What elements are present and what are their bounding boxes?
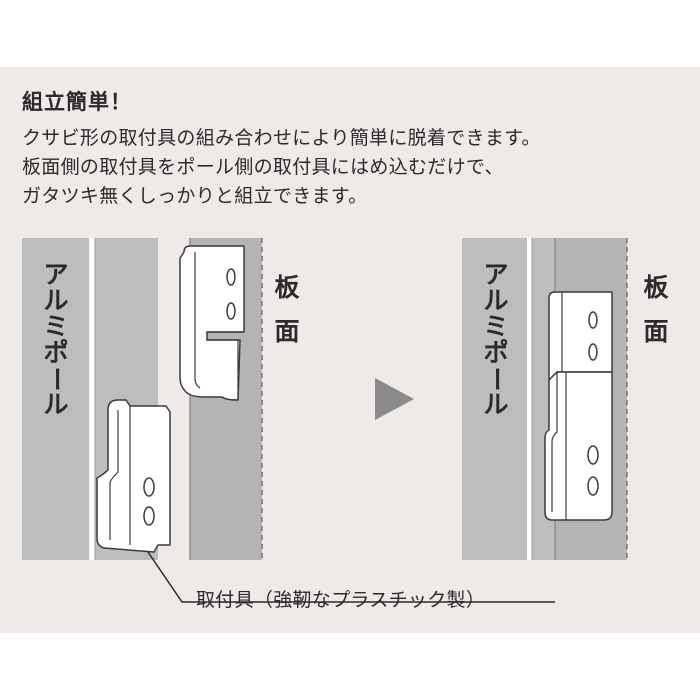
left-board-label: 板 面	[272, 266, 302, 354]
right-aluminum-pole	[462, 238, 555, 560]
description-line: ガタツキ無くしっかりと組立できます。	[22, 185, 368, 207]
fixture-hole	[588, 311, 598, 329]
left-board-fixture	[179, 245, 245, 401]
label-char: ル	[483, 286, 509, 315]
label-char: ル	[43, 390, 69, 419]
fixture-hole	[588, 343, 598, 361]
fixture-hole	[226, 268, 236, 286]
label-char: ポ	[43, 338, 69, 367]
label-char: ー	[482, 366, 511, 392]
label-char: 面	[274, 317, 300, 346]
label-char: ミ	[483, 312, 509, 341]
fixture-hole	[143, 506, 155, 526]
label-char: ア	[43, 260, 69, 289]
right-board-label: 板 面	[641, 266, 671, 354]
label-char: 板	[643, 273, 669, 302]
label-char: ポ	[483, 338, 509, 367]
label-char: ア	[483, 260, 509, 289]
label-char: ル	[43, 286, 69, 315]
description-line: クサビ形の取付具の組み合わせにより簡単に脱着できます。	[22, 127, 541, 149]
fixture-hole	[226, 302, 236, 320]
left-pole-fixture	[96, 399, 171, 553]
caption-leader-line	[147, 551, 555, 603]
label-char: 板	[274, 273, 300, 302]
fixture-hole	[143, 477, 155, 497]
play-triangle-icon	[375, 378, 414, 420]
right-figure	[462, 238, 628, 560]
label-char: 面	[643, 317, 669, 346]
label-char: ミ	[43, 312, 69, 341]
label-char: ー	[42, 366, 71, 392]
right-assembled-fixture	[544, 291, 613, 521]
label-char: ル	[483, 390, 509, 419]
left-pole-groove	[89, 238, 95, 560]
left-pole-label: ア ル ミ ポ ー ル	[41, 262, 71, 418]
fixture-caption: 取付具（強靭なプラスチック製）	[196, 589, 486, 611]
page-title: 組立簡単！	[22, 90, 132, 114]
left-figure	[22, 238, 555, 603]
description-line: 板面側の取付具をポール側の取付具にはめ込むだけで、	[22, 156, 504, 178]
right-pole-label: ア ル ミ ポ ー ル	[481, 262, 511, 418]
right-pole-groove	[527, 238, 532, 560]
description: クサビ形の取付具の組み合わせにより簡単に脱着できます。 板面側の取付具をポール側…	[22, 124, 541, 211]
fixture-hole	[587, 445, 599, 465]
fixture-hole	[587, 476, 599, 496]
